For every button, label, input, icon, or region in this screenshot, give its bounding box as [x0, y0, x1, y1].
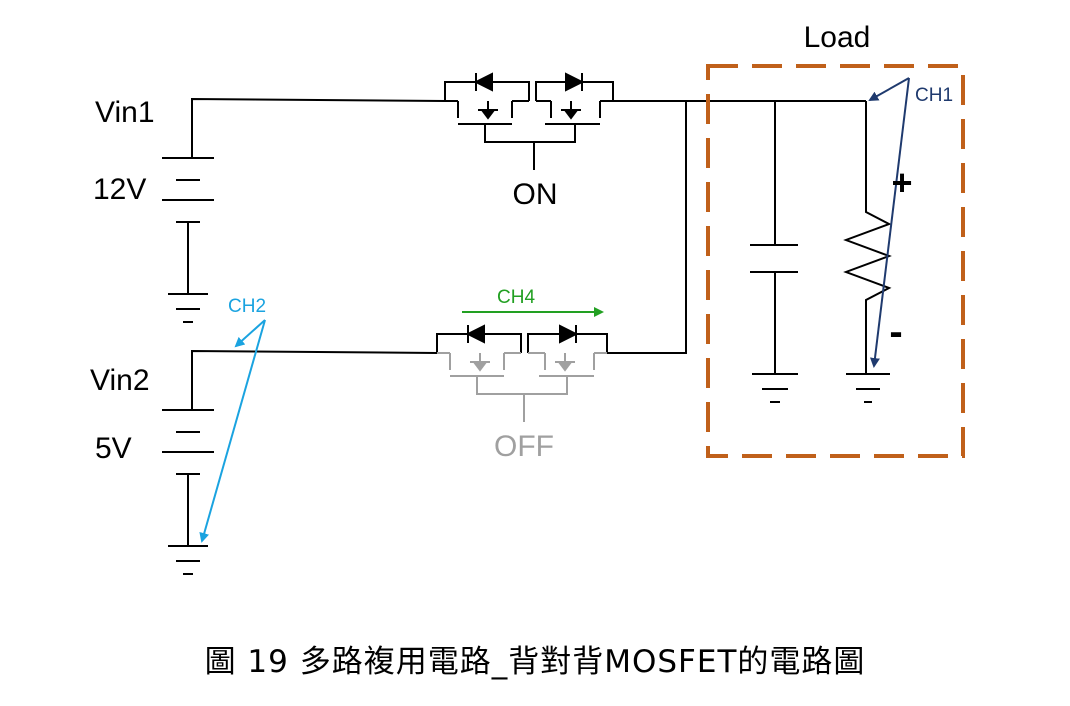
ch1-arrow [868, 77, 910, 101]
ch1-arrow [870, 77, 910, 368]
on-state-label: ON [513, 178, 558, 211]
vin1-label: Vin1 [95, 96, 155, 129]
minus-sign: - [889, 310, 902, 354]
load-label: Load [804, 21, 871, 54]
ch2-label: CH2 [228, 296, 266, 317]
figure-caption: 圖 19 多路複用電路_背對背MOSFET的電路圖 [204, 644, 866, 680]
vin2-label: Vin2 [90, 364, 150, 397]
plus-sign: + [891, 162, 912, 203]
mosfet-pair-off [436, 101, 687, 422]
ch2-arrow [234, 319, 266, 348]
vin1-source [162, 97, 446, 323]
vin1-voltage-label: 12V [93, 173, 146, 206]
vin2-voltage-label: 5V [95, 432, 132, 465]
off-state-label: OFF [494, 430, 554, 463]
ch1-label: CH1 [915, 85, 953, 106]
ch2-arrow [199, 319, 266, 543]
load-capacitor [750, 101, 798, 403]
load-box [706, 64, 965, 458]
vin2-source [162, 349, 438, 575]
mosfet-pair-on [444, 72, 866, 170]
load-resistor [843, 101, 892, 403]
ch4-label: CH4 [497, 287, 535, 308]
